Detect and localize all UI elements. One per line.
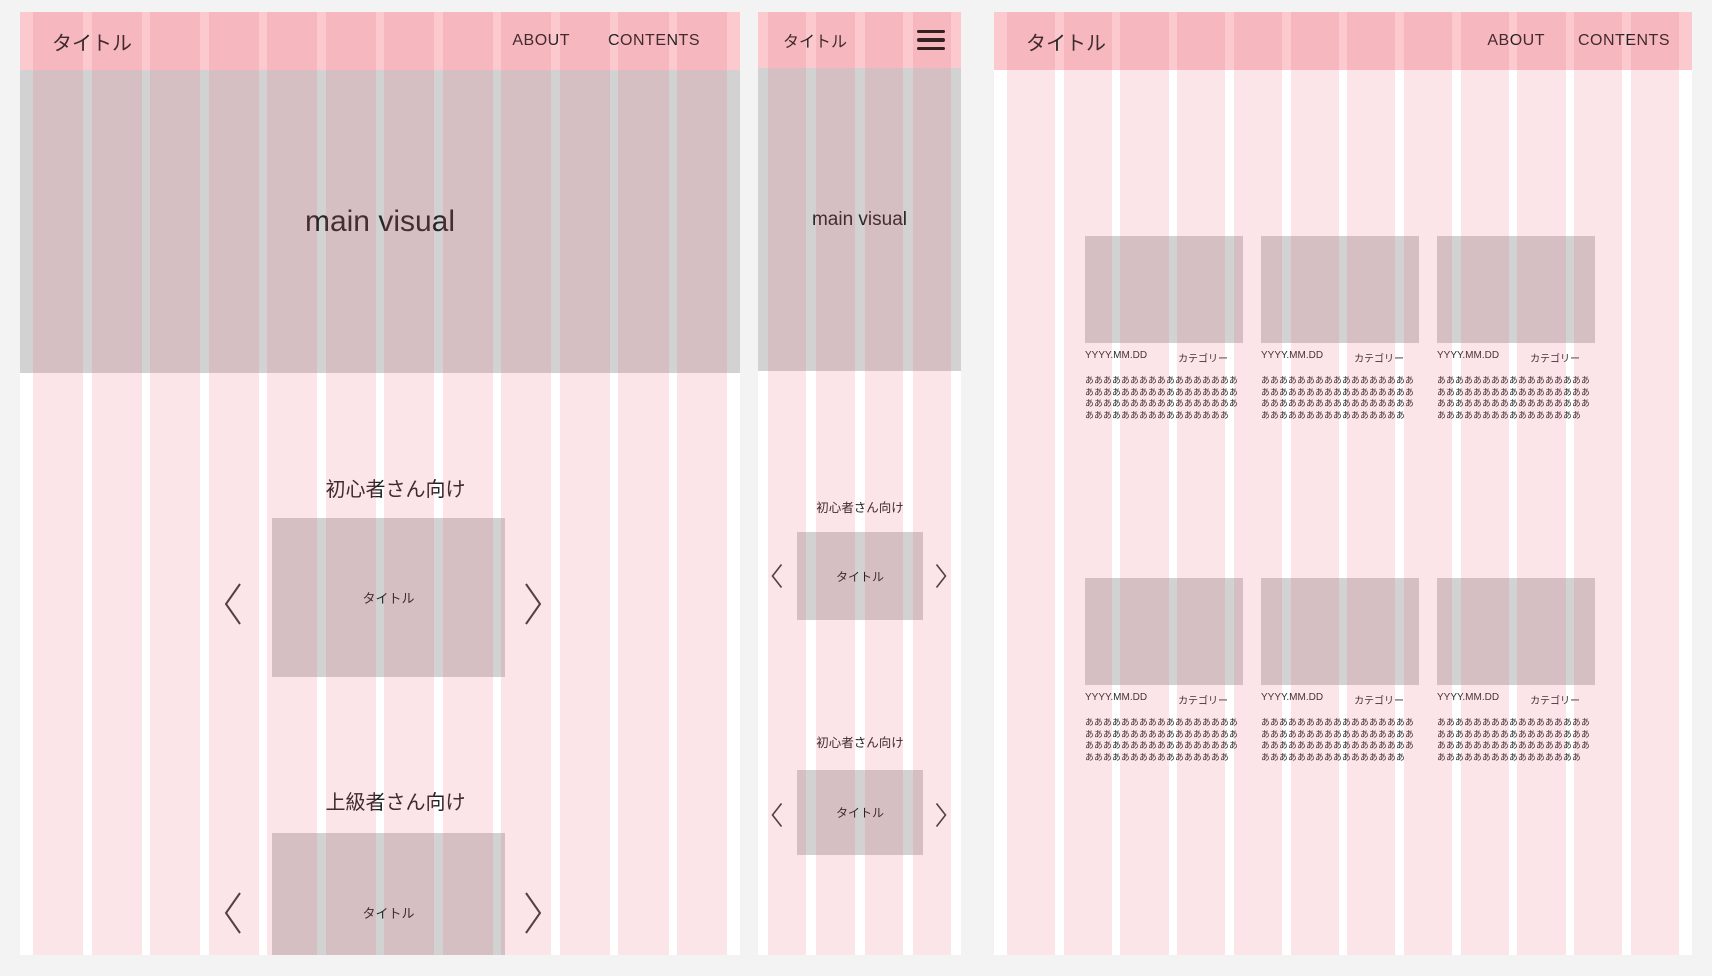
article-thumbnail [1085,578,1243,685]
article-date: YYYY.MM.DD [1085,692,1148,703]
section-heading-beginner: 初心者さん向け [325,479,466,501]
nav-item-about[interactable]: ABOUT [1487,32,1545,49]
card-title: タイトル [362,906,415,921]
article-thumbnail [1261,578,1419,685]
article-excerpt: ああああああああああああああああああああああああああああああああああああああああ… [1437,375,1590,420]
article-thumbnail [1437,236,1595,343]
site-title: タイトル [52,32,132,55]
article-date: YYYY.MM.DD [1437,350,1500,361]
frame-mobile-top: タイトル main visual 初心者さん向け タイトル 初心者さん向け タイ… [758,12,961,955]
article-excerpt: ああああああああああああああああああああああああああああああああああああああああ… [1261,717,1414,762]
chevron-right-icon[interactable] [524,582,542,626]
article-excerpt: ああああああああああああああああああああああああああああああああああああああああ… [1085,375,1238,420]
article-category: カテゴリー [1530,354,1581,365]
grid-column [1120,12,1169,955]
article-row: YYYY.MM.DD カテゴリー あああああああああああああああああああああああ… [1085,236,1595,421]
header-bar: タイトル [758,12,961,68]
frame-contents-page: タイトル ABOUT CONTENTS YYYY.MM.DD カテゴリー あああ… [994,12,1692,955]
chevron-left-icon[interactable] [224,891,242,935]
section-heading-beginner: 初心者さん向け [816,501,904,515]
article-thumbnail [1085,236,1243,343]
grid-column [1290,12,1339,955]
main-visual-label: main visual [304,204,456,238]
layout-grid-overlay [994,12,1692,955]
article-excerpt: ああああああああああああああああああああああああああああああああああああああああ… [1437,717,1590,762]
section-heading-advanced: 上級者さん向け [325,792,466,814]
article-category: カテゴリー [1178,696,1229,707]
article-card[interactable]: YYYY.MM.DD カテゴリー あああああああああああああああああああああああ… [1085,578,1243,763]
site-title: タイトル [783,34,848,51]
article-card[interactable]: YYYY.MM.DD カテゴリー あああああああああああああああああああああああ… [1437,236,1595,421]
article-category: カテゴリー [1530,696,1581,707]
chevron-left-icon[interactable] [224,582,242,626]
article-meta: YYYY.MM.DD カテゴリー [1437,350,1595,365]
article-thumbnail [1437,578,1595,685]
nav-item-contents[interactable]: CONTENTS [1578,32,1670,49]
nav-item-about[interactable]: ABOUT [512,32,570,49]
main-visual-label: main visual [811,208,908,230]
article-meta: YYYY.MM.DD カテゴリー [1261,350,1419,365]
article-date: YYYY.MM.DD [1261,350,1324,361]
article-date: YYYY.MM.DD [1437,692,1500,703]
header-bar: タイトル ABOUT CONTENTS [20,12,740,70]
header-nav: ABOUT CONTENTS [1487,32,1670,50]
article-excerpt: ああああああああああああああああああああああああああああああああああああああああ… [1085,717,1238,762]
article-thumbnail [1261,236,1419,343]
article-category: カテゴリー [1354,696,1405,707]
chevron-right-icon[interactable] [935,563,947,589]
card-title: タイトル [835,806,884,820]
grid-column [1574,12,1623,955]
hamburger-menu-icon[interactable] [917,29,945,51]
grid-column [1063,12,1112,955]
chevron-left-icon[interactable] [771,802,783,828]
article-meta: YYYY.MM.DD カテゴリー [1437,692,1595,707]
main-visual: main visual [20,70,740,373]
article-meta: YYYY.MM.DD カテゴリー [1261,692,1419,707]
article-card[interactable]: YYYY.MM.DD カテゴリー あああああああああああああああああああああああ… [1261,578,1419,763]
article-meta: YYYY.MM.DD カテゴリー [1085,350,1243,365]
chevron-right-icon[interactable] [524,891,542,935]
article-category: カテゴリー [1354,354,1405,365]
header-nav: ABOUT CONTENTS [512,32,700,50]
grid-column [1460,12,1509,955]
grid-column [1347,12,1396,955]
grid-column [1517,12,1566,955]
header-bar: タイトル ABOUT CONTENTS [994,12,1692,70]
article-meta: YYYY.MM.DD カテゴリー [1085,692,1243,707]
article-date: YYYY.MM.DD [1261,692,1324,703]
carousel-card[interactable]: タイトル [797,770,923,855]
card-title: タイトル [362,591,415,606]
grid-column [1630,12,1679,955]
grid-column [1177,12,1226,955]
frame-desktop-top: タイトル ABOUT CONTENTS main visual 初心者さん向け … [20,12,740,955]
site-title: タイトル [1026,32,1106,55]
section-heading-beginner: 初心者さん向け [816,736,904,750]
grid-column [1403,12,1453,955]
article-card[interactable]: YYYY.MM.DD カテゴリー あああああああああああああああああああああああ… [1437,578,1595,763]
carousel-card[interactable]: タイトル [272,833,505,955]
chevron-right-icon[interactable] [935,802,947,828]
grid-column [1233,12,1283,955]
article-category: カテゴリー [1178,354,1229,365]
article-excerpt: ああああああああああああああああああああああああああああああああああああああああ… [1261,375,1414,420]
card-title: タイトル [835,569,884,584]
article-card[interactable]: YYYY.MM.DD カテゴリー あああああああああああああああああああああああ… [1261,236,1419,421]
nav-item-contents[interactable]: CONTENTS [608,32,700,49]
chevron-left-icon[interactable] [771,563,783,589]
grid-column [1007,12,1056,955]
main-visual: main visual [758,68,961,371]
article-row: YYYY.MM.DD カテゴリー あああああああああああああああああああああああ… [1085,578,1595,763]
article-date: YYYY.MM.DD [1085,350,1148,361]
carousel-card[interactable]: タイトル [797,532,923,620]
carousel-card[interactable]: タイトル [272,518,505,677]
article-card[interactable]: YYYY.MM.DD カテゴリー あああああああああああああああああああああああ… [1085,236,1243,421]
